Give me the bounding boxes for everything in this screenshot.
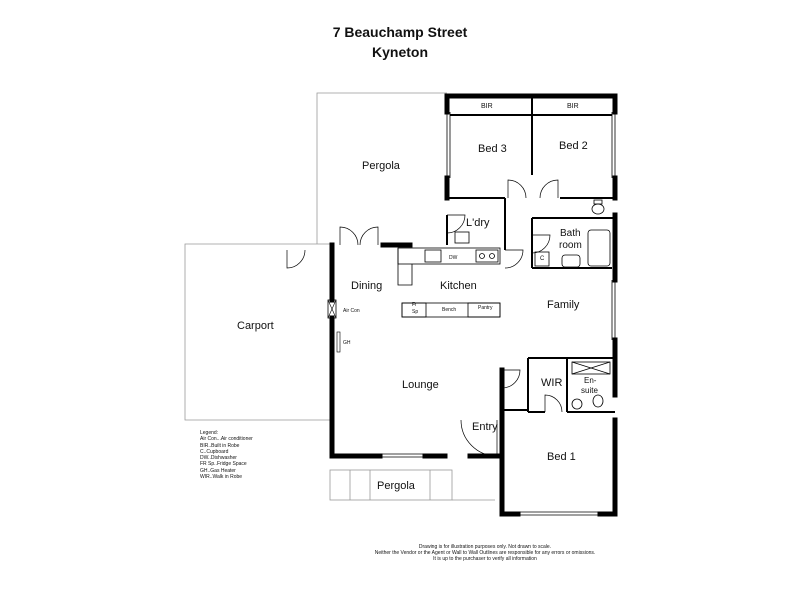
fixture-label-gas-heater: GH: [343, 340, 351, 346]
room-label-bed1: Bed 1: [547, 451, 576, 463]
ensuite-fixtures: [571, 361, 611, 410]
room-label-entry: Entry: [472, 421, 498, 433]
legend-item: DW..Dishwasher: [200, 455, 237, 462]
legend-item: C..Cupboard: [200, 448, 229, 455]
windows: [380, 112, 616, 516]
laundry-tub: [454, 231, 470, 244]
outdoor-outlines: [184, 92, 495, 501]
address-title: 7 Beauchamp Street: [332, 24, 468, 40]
legend-item: GH..Gas Heater: [200, 467, 236, 474]
fixture-label-air-con: Air Con: [343, 308, 360, 314]
room-label-carport: Carport: [237, 320, 274, 332]
air-con-unit: [327, 299, 337, 319]
room-label-ensuite-2: suite: [581, 386, 598, 395]
fixture-label-dishwasher: DW: [449, 255, 458, 261]
room-label-dining: Dining: [351, 280, 383, 292]
room-label-bathroom-2: room: [559, 240, 582, 251]
suburb-title: Kyneton: [372, 44, 428, 60]
room-label-pergola-top: Pergola: [362, 160, 400, 172]
room-label-bir-left: BIR: [481, 103, 493, 110]
fixture-label-fridge-2: Sp: [412, 309, 419, 315]
room-label-cupboard: C: [540, 256, 545, 262]
room-label-bed3: Bed 3: [478, 143, 507, 155]
disclaimer: Drawing is for illustration purposes onl…: [350, 544, 620, 562]
legend-item: Air Con...Air conditioner: [200, 436, 253, 443]
room-label-bathroom-1: Bath: [560, 228, 581, 239]
kitchen-benches: [397, 247, 501, 318]
bathroom-fixtures: [534, 199, 611, 268]
external-walls: [329, 93, 618, 517]
room-label-wir: WIR: [541, 377, 563, 389]
room-label-kitchen: Kitchen: [440, 280, 477, 292]
disclaimer-line: Neither the Vendor or the Agent or Wall …: [374, 550, 596, 556]
legend-item: WIR..Walk in Robe: [200, 474, 243, 481]
legend-item: FR Sp..Fridge Space: [200, 461, 247, 468]
disclaimer-line: It is up to the purchaser to verify all …: [433, 556, 537, 562]
room-label-bed2: Bed 2: [559, 140, 588, 152]
room-label-pergola-bottom: Pergola: [377, 480, 415, 492]
gas-heater-unit: [336, 331, 341, 353]
legend: Legend: Air Con...Air conditioner BIR..B…: [200, 430, 253, 480]
room-label-lounge: Lounge: [402, 379, 439, 391]
legend-item: BIR..Built in Robe: [200, 442, 240, 449]
fixture-label-pantry: Pantry: [478, 305, 493, 311]
room-label-family: Family: [547, 299, 580, 311]
fixture-label-bench: Bench: [442, 307, 457, 313]
disclaimer-line: Drawing is for illustration purposes onl…: [418, 544, 552, 550]
fixture-label-fridge-1: Fr: [412, 302, 417, 308]
room-label-bir-right: BIR: [567, 103, 579, 110]
internal-walls: [446, 96, 615, 413]
legend-title: Legend:: [200, 430, 219, 436]
room-label-ensuite-1: En-: [584, 376, 597, 385]
room-label-laundry: L'dry: [466, 217, 490, 229]
doors: [286, 179, 563, 457]
